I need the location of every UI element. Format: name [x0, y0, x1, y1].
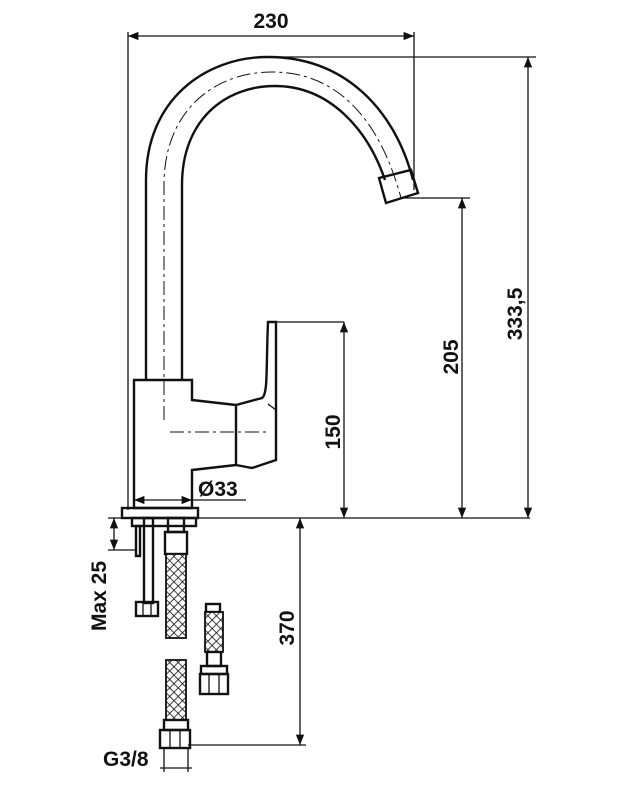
lever-handle [235, 320, 278, 470]
label-total-height: 333,5 [504, 287, 527, 340]
spout-nozzle [377, 168, 420, 205]
hose-coupling [163, 530, 189, 556]
hose2-nut [198, 672, 230, 696]
hose-lower [165, 659, 187, 721]
fixing-plate [130, 516, 198, 528]
label-spout-height: 205 [440, 339, 463, 374]
underside-assembly [130, 516, 230, 750]
label-body-diameter: Ø33 [198, 478, 238, 501]
hose-upper [165, 553, 187, 639]
label-hose-length: 370 [276, 610, 299, 645]
spout-outer [144, 55, 415, 380]
label-max-thickness: Max 25 [88, 561, 111, 631]
hose-ferrule [162, 718, 190, 732]
lever-face [267, 321, 344, 411]
dimension-labels: 230 333,5 205 150 Ø33 Max 25 370 G3/8 [88, 10, 527, 771]
hose2-ferrule [205, 650, 223, 668]
hose2-collar [199, 664, 229, 676]
dimension-lines [108, 31, 536, 772]
spout-inner [180, 84, 387, 380]
base-plate [120, 506, 200, 520]
label-connection-thread: G3/8 [103, 748, 149, 771]
label-lever-height: 150 [322, 414, 345, 449]
hose-nut-g38 [158, 728, 192, 750]
label-overall-width: 230 [253, 10, 288, 33]
threaded-rod [142, 516, 155, 605]
hose2-braid [204, 611, 224, 653]
rod-nut [134, 600, 160, 618]
spout-centerline [163, 71, 402, 420]
hose2-cap [204, 602, 222, 614]
fixing-stud [134, 524, 142, 558]
